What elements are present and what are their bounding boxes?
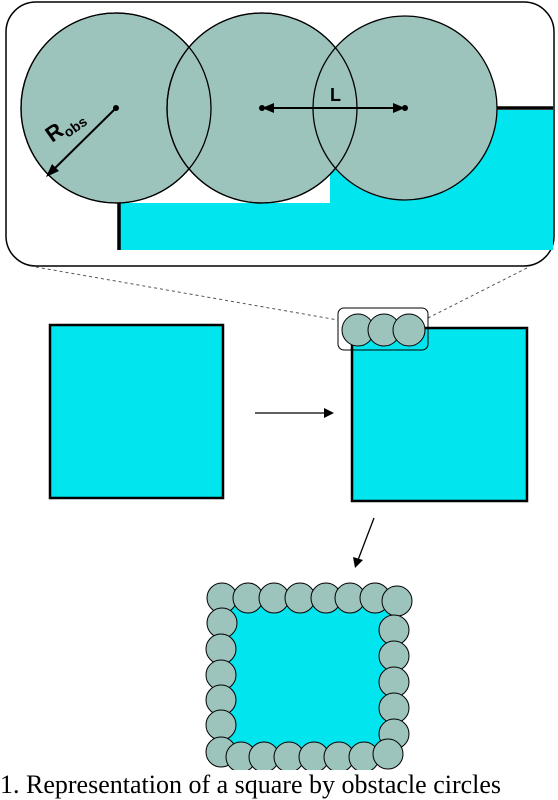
original-square	[48, 323, 225, 500]
diagram: Robs L	[5, 1, 555, 770]
radius-arrow	[46, 107, 117, 177]
figure-caption: 1. Representation of a square by obstacl…	[0, 770, 502, 799]
border-obstacle-circles	[205, 582, 413, 770]
zoom-connector-lines	[29, 265, 528, 321]
spacing-arrow	[262, 103, 405, 113]
selection-circles	[341, 313, 426, 347]
transform-arrow	[255, 408, 334, 418]
result-arrow	[353, 517, 375, 568]
result-square	[221, 601, 395, 755]
spacing-label: L	[330, 85, 341, 105]
target-square	[350, 326, 529, 503]
selection-box	[337, 307, 429, 351]
